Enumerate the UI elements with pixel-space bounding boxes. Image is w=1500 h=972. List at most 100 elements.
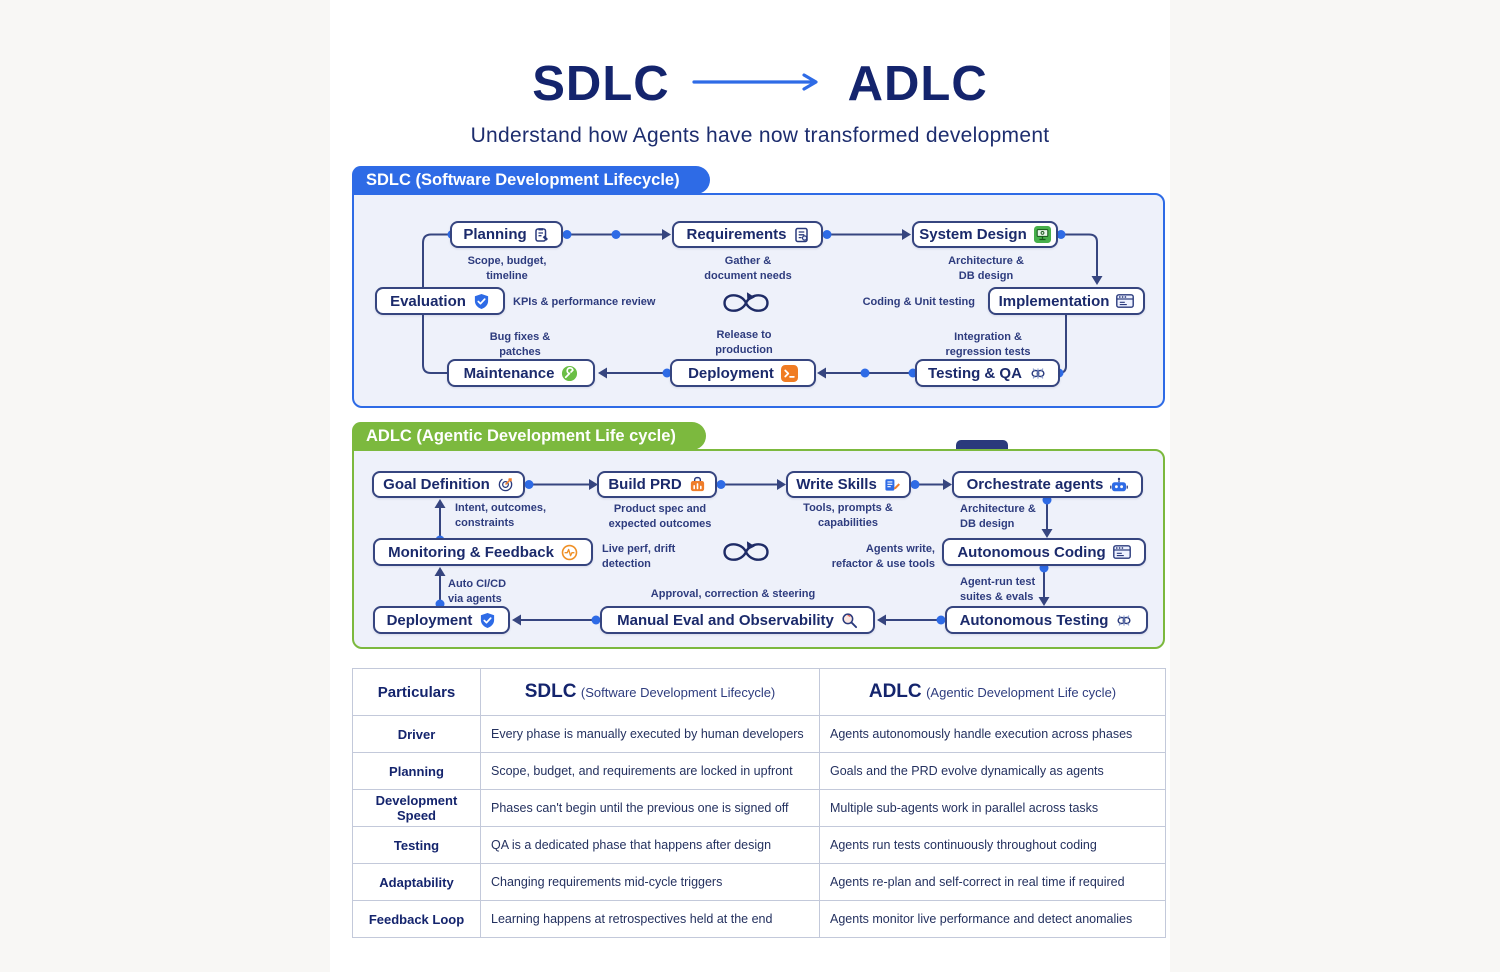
col-header-adlc: ADLC (Agentic Development Life cycle) (819, 668, 1166, 716)
shield-check-icon (479, 612, 496, 629)
sdlc-node-testing-qa: Testing & QA (915, 359, 1060, 387)
row-sdlc-value: QA is a dedicated phase that happens aft… (480, 826, 820, 864)
transform-arrow-icon (692, 72, 826, 97)
node-label: Deployment (386, 611, 473, 629)
row-sdlc-value: Learning happens at retrospectives held … (480, 900, 820, 938)
caption-maintenance: Bug fixes & patches (489, 331, 551, 358)
table-header-row: Particulars SDLC (Software Development L… (352, 668, 1166, 716)
clipboard-pencil-icon (534, 227, 550, 243)
caption-orchestrate-agents: Architecture & DB design (960, 503, 1036, 530)
node-label: Manual Eval and Observability (617, 611, 834, 629)
robot-icon (1110, 477, 1129, 493)
caption-release: Release to production (715, 329, 773, 356)
adlc-node-manual-eval: Manual Eval and Observability (600, 606, 875, 634)
node-label: Testing & QA (928, 364, 1022, 382)
sdlc-section-tab: SDLC (Software Development Lifecycle) (352, 166, 710, 194)
pulse-wave-icon (561, 544, 578, 561)
adlc-node-monitoring-feedback: Monitoring & Feedback (373, 538, 593, 566)
code-window-icon (1112, 545, 1131, 559)
adlc-node-build-prd: Build PRD (597, 471, 717, 498)
caption-goal-definition: Intent, outcomes, constraints (455, 502, 547, 529)
title-sdlc: SDLC (532, 57, 670, 111)
caption-manual-eval: Approval, correction & steering (650, 588, 816, 600)
wrench-icon (561, 365, 578, 382)
row-particular: Driver (352, 715, 481, 753)
sdlc-node-requirements: Requirements (672, 221, 823, 248)
caption-monitoring-feedback: Live perf, drift detection (602, 543, 676, 570)
infinity-loop-icon (716, 538, 776, 571)
row-adlc-value: Agents monitor live performance and dete… (819, 900, 1166, 938)
caption-autonomous-testing: Agent-run test suites & evals (960, 576, 1036, 603)
row-sdlc-value: Phases can't begin until the previous on… (480, 789, 820, 827)
node-label: Orchestrate agents (966, 476, 1104, 493)
row-sdlc-value: Every phase is manually executed by huma… (480, 715, 820, 753)
sdlc-node-deployment: Deployment (670, 359, 816, 387)
sdlc-abbr: SDLC (524, 681, 577, 702)
node-label: Monitoring & Feedback (388, 543, 554, 561)
node-label: Evaluation (390, 292, 466, 310)
node-label: Autonomous Coding (957, 543, 1106, 561)
comparison-table: Particulars SDLC (Software Development L… (352, 668, 1166, 938)
caption-autonomous-coding: Agents write, refactor & use tools (831, 543, 935, 570)
sdlc-full: (Software Development Lifecycle) (580, 685, 776, 700)
adlc-abbr: ADLC (868, 681, 922, 702)
row-sdlc-value: Scope, budget, and requirements are lock… (480, 752, 820, 790)
magnifier-icon (841, 612, 858, 629)
adlc-node-goal-definition: Goal Definition (372, 471, 525, 498)
adlc-node-autonomous-coding: Autonomous Coding (942, 538, 1146, 566)
row-particular: Development Speed (352, 789, 481, 827)
infinity-loop-icon (716, 289, 776, 322)
node-label: Build PRD (608, 476, 682, 493)
page-margin-left (0, 0, 330, 972)
document-notes-icon (794, 227, 809, 243)
row-particular: Adaptability (352, 863, 481, 901)
prd-chart-bag-icon (689, 476, 706, 493)
adlc-node-deployment: Deployment (373, 606, 510, 634)
caption-system-design: Architecture & DB design (948, 255, 1024, 282)
caption-deployment: Auto CI/CD via agents (448, 578, 507, 605)
row-particular: Feedback Loop (352, 900, 481, 938)
sdlc-node-planning: Planning (450, 221, 563, 248)
table-row: Feedback Loop Learning happens at retros… (352, 900, 1166, 938)
row-particular: Planning (352, 752, 481, 790)
node-label: Requirements (686, 226, 787, 243)
adlc-node-write-skills: Write Skills (786, 471, 911, 498)
node-label: Autonomous Testing (959, 611, 1109, 629)
caption-build-prd: Product spec and expected outcomes (608, 503, 712, 530)
title-adlc: ADLC (847, 57, 988, 111)
row-particular: Testing (352, 826, 481, 864)
node-label: Implementation (998, 292, 1110, 310)
sdlc-node-maintenance: Maintenance (447, 359, 595, 387)
table-row: Testing QA is a dedicated phase that hap… (352, 826, 1166, 864)
row-adlc-value: Agents autonomously handle execution acr… (819, 715, 1166, 753)
node-label: System Design (919, 226, 1027, 243)
sdlc-node-system-design: System Design (912, 221, 1058, 248)
table-row: Development Speed Phases can't begin unt… (352, 789, 1166, 827)
partial-element-artifact (956, 440, 1008, 449)
node-label: Maintenance (463, 364, 555, 382)
node-label: Write Skills (796, 476, 877, 493)
monitor-gear-icon (1033, 226, 1051, 243)
caption-evaluation: KPIs & performance review (513, 296, 656, 308)
caption-planning: Scope, budget, timeline (467, 255, 547, 282)
page-subtitle: Understand how Agents have now transform… (470, 124, 1050, 147)
adlc-node-orchestrate-agents: Orchestrate agents (952, 471, 1143, 498)
caption-implementation: Coding & Unit testing (862, 296, 975, 308)
page-margin-right (1170, 0, 1500, 972)
node-label: Goal Definition (383, 476, 490, 493)
row-adlc-value: Multiple sub-agents work in parallel acr… (819, 789, 1166, 827)
sdlc-node-evaluation: Evaluation (375, 287, 505, 315)
row-adlc-value: Goals and the PRD evolve dynamically as … (819, 752, 1166, 790)
table-row: Planning Scope, budget, and requirements… (352, 752, 1166, 790)
bug-icon (1115, 613, 1133, 628)
adlc-node-autonomous-testing: Autonomous Testing (945, 606, 1148, 634)
code-window-icon (1116, 294, 1135, 308)
target-arrow-icon (497, 476, 514, 493)
adlc-full: (Agentic Development Life cycle) (926, 685, 1117, 700)
book-pencil-icon (884, 476, 901, 493)
caption-write-skills: Tools, prompts & capabilities (803, 502, 893, 529)
shield-check-icon (473, 293, 490, 310)
terminal-icon (780, 364, 798, 382)
row-adlc-value: Agents run tests continuously throughout… (819, 826, 1166, 864)
